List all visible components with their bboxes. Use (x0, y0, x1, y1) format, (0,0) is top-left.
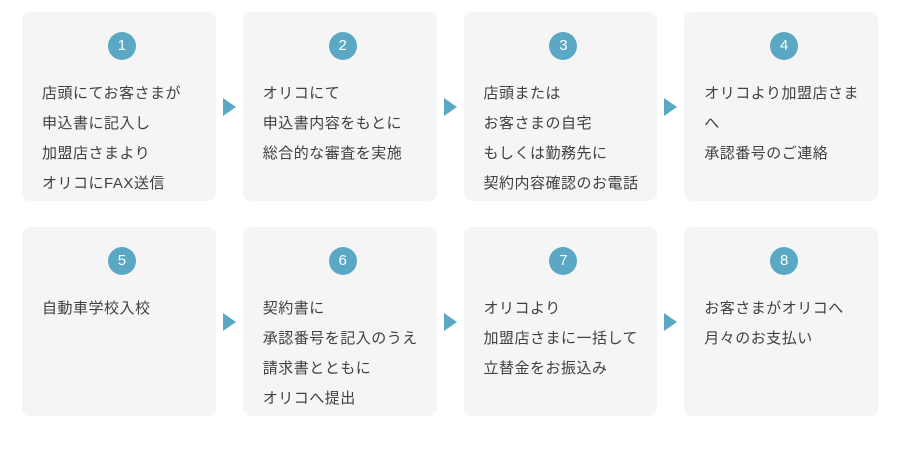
step-cell: 6 契約書に 承認番号を記入のうえ 請求書とともに オリコへ提出 (242, 227, 457, 416)
step-number-badge: 2 (328, 32, 357, 60)
step-card: 8 お客さまがオリコへ 月々のお支払い (684, 227, 878, 416)
step-cell: 5 自動車学校入校 (22, 227, 236, 416)
step-cell: 3 店頭または お客さまの自宅 もしくは勤務先に 契約内容確認のお電話 (463, 12, 678, 201)
step-number-badge: 7 (549, 247, 578, 275)
step-cell: 7 オリコより 加盟店さまに一括して 立替金をお振込み (463, 227, 678, 416)
step-card: 2 オリコにて 申込書内容をもとに 総合的な審査を実施 (242, 12, 437, 201)
step-card: 4 オリコより加盟店さまへ 承認番号のご連絡 (684, 12, 878, 201)
step-number-badge: 4 (770, 32, 799, 60)
arrow-right-icon (443, 312, 457, 331)
step-description: 契約書に 承認番号を記入のうえ 請求書とともに オリコへ提出 (262, 300, 418, 407)
step-description: お客さまがオリコへ 月々のお支払い (704, 300, 844, 347)
arrow-right-icon (222, 312, 236, 331)
step-cell: 1 店頭にてお客さまが 申込書に記入し 加盟店さまより オリコにFAX送信 (22, 12, 236, 201)
step-card: 6 契約書に 承認番号を記入のうえ 請求書とともに オリコへ提出 (242, 227, 437, 416)
step-number-badge: 8 (770, 247, 799, 275)
step-number-badge: 5 (107, 247, 136, 275)
step-cell: 8 お客さまがオリコへ 月々のお支払い (684, 227, 878, 416)
arrow-right-icon (664, 312, 678, 331)
step-card: 5 自動車学校入校 (22, 227, 216, 416)
step-number-badge: 1 (107, 32, 136, 60)
arrow-right-icon (664, 97, 678, 116)
step-card: 1 店頭にてお客さまが 申込書に記入し 加盟店さまより オリコにFAX送信 (22, 12, 216, 201)
step-description: オリコにて 申込書内容をもとに 総合的な審査を実施 (262, 85, 403, 162)
step-description: オリコより 加盟店さまに一括して 立替金をお振込み (483, 300, 639, 377)
step-cell: 4 オリコより加盟店さまへ 承認番号のご連絡 (684, 12, 878, 201)
step-card: 3 店頭または お客さまの自宅 もしくは勤務先に 契約内容確認のお電話 (463, 12, 658, 201)
flow-grid: 1 店頭にてお客さまが 申込書に記入し 加盟店さまより オリコにFAX送信 2 … (22, 12, 878, 416)
step-description: オリコより加盟店さまへ 承認番号のご連絡 (704, 85, 859, 162)
step-description: 店頭にてお客さまが 申込書に記入し 加盟店さまより オリコにFAX送信 (42, 85, 182, 192)
step-number-badge: 3 (549, 32, 578, 60)
step-card: 7 オリコより 加盟店さまに一括して 立替金をお振込み (463, 227, 658, 416)
step-number-badge: 6 (328, 247, 357, 275)
step-cell: 2 オリコにて 申込書内容をもとに 総合的な審査を実施 (242, 12, 457, 201)
arrow-right-icon (443, 97, 457, 116)
arrow-right-icon (222, 97, 236, 116)
step-description: 店頭または お客さまの自宅 もしくは勤務先に 契約内容確認のお電話 (483, 85, 639, 192)
step-description: 自動車学校入校 (42, 300, 151, 317)
